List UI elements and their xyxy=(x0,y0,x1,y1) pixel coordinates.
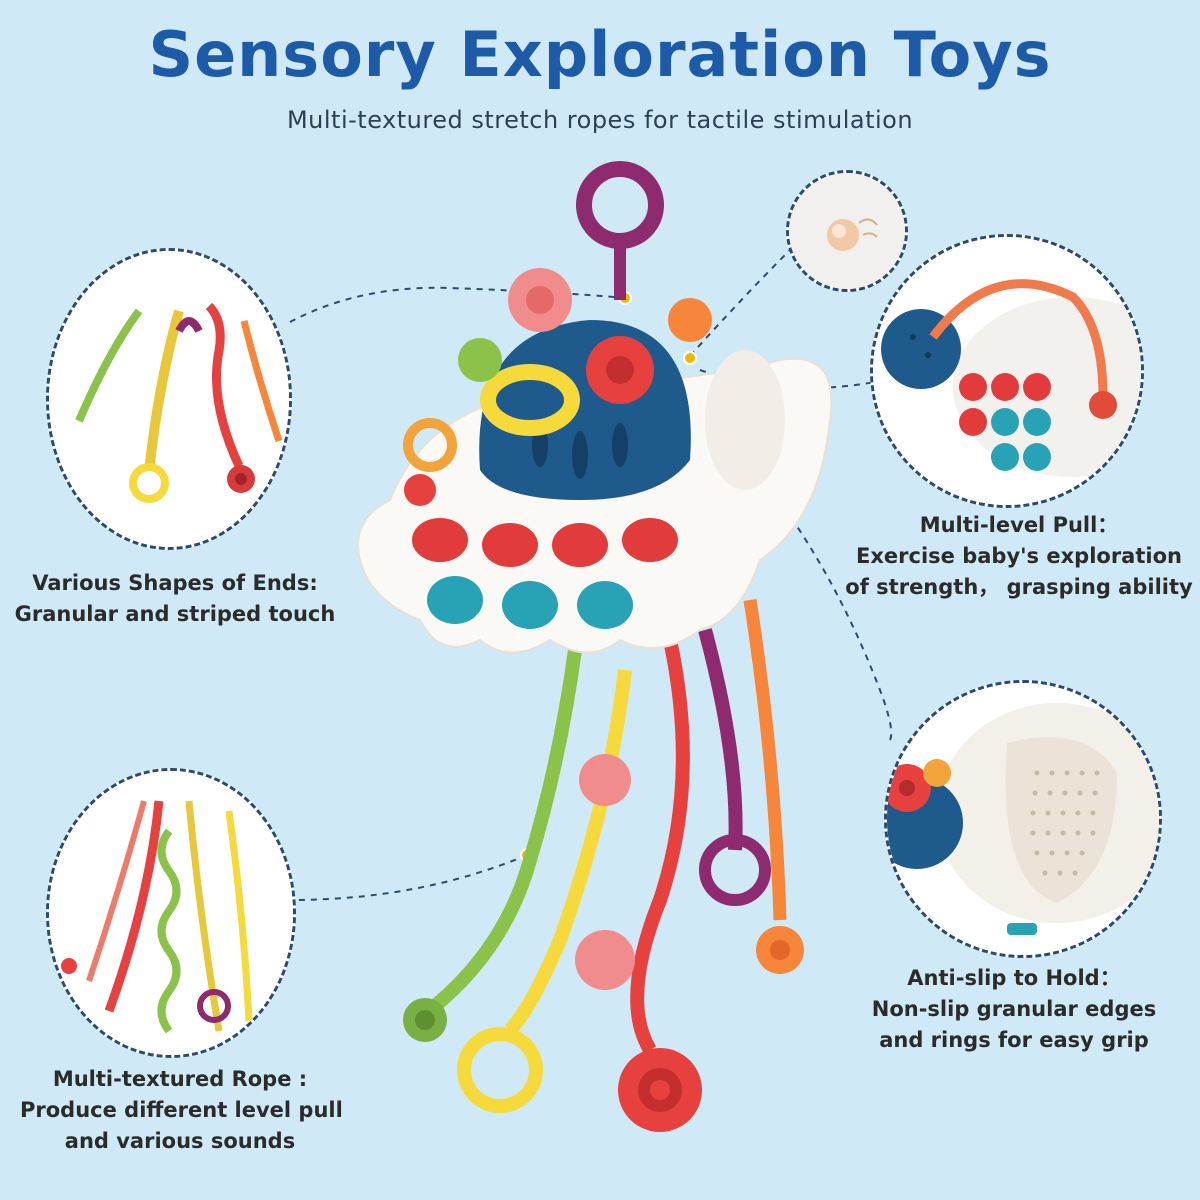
rope-detail-circle xyxy=(46,768,296,1058)
feature-title: Multi-level Pull： xyxy=(919,513,1119,537)
green-flower xyxy=(458,338,502,382)
feature-line: Non-slip granular edges xyxy=(871,997,1157,1021)
red-disc-center xyxy=(606,356,634,384)
orange-gear xyxy=(403,418,457,472)
connector-rope xyxy=(289,854,528,901)
feature-line: and various sounds xyxy=(64,1129,296,1153)
pink-ring-2 xyxy=(575,930,635,990)
red-gear xyxy=(404,474,436,506)
feature-line: Produce different level pull xyxy=(20,1098,343,1122)
pink-disc-center xyxy=(526,286,554,314)
rope-green xyxy=(425,649,582,1016)
grip-detail-circle xyxy=(884,680,1162,958)
sound-detail-circle xyxy=(786,170,908,292)
rope-green-end xyxy=(403,998,447,1042)
pop-buttons-red xyxy=(412,518,678,567)
connector-pull xyxy=(689,249,791,357)
pull-detail-circle xyxy=(870,234,1144,508)
rope-red xyxy=(630,638,690,1054)
rope-yellow xyxy=(504,669,632,1035)
feature-caption-grip: Anti-slip to Hold： Non-slip granular edg… xyxy=(844,963,1184,1056)
rope-orange-end xyxy=(756,926,804,974)
feature-line: Granular and striped touch xyxy=(14,602,336,626)
pull-mechanism-illustration xyxy=(873,237,1141,505)
feature-line: Exercise baby's exploration xyxy=(856,544,1182,568)
rope-purple-ring xyxy=(699,834,771,906)
rope-purple xyxy=(698,628,743,851)
textured-pad xyxy=(705,350,785,490)
yellow-ring xyxy=(480,364,580,436)
feature-caption-shapes: Various Shapes of Ends: Granular and str… xyxy=(0,568,350,630)
rope-orange xyxy=(743,598,787,921)
feature-title: Multi-textured Rope : xyxy=(52,1067,308,1091)
grip-texture-illustration xyxy=(887,683,1159,955)
pink-ring-1 xyxy=(579,754,631,806)
rope-red-end xyxy=(618,1048,702,1132)
grip-dots xyxy=(1030,770,1100,876)
feature-title: Various Shapes of Ends: xyxy=(32,571,318,595)
feature-line: of strength， grasping ability xyxy=(845,575,1193,599)
orange-flower xyxy=(668,298,712,342)
pop-buttons-teal xyxy=(427,576,633,629)
rope-ends-illustration xyxy=(49,251,289,547)
connector-dot-2 xyxy=(683,351,697,365)
rope-texture-illustration xyxy=(49,771,293,1055)
feature-caption-rope: Multi-textured Rope : Produce different … xyxy=(20,1064,343,1157)
page-subtitle: Multi-textured stretch ropes for tactile… xyxy=(286,106,914,134)
feature-caption-pull: Multi-level Pull： Exercise baby's explor… xyxy=(838,510,1200,603)
feature-line: and rings for easy grip xyxy=(879,1028,1149,1052)
top-purple-ring xyxy=(576,161,664,249)
rope-ends-detail-circle xyxy=(46,248,292,550)
page-title: Sensory Exploration Toys xyxy=(148,18,1052,91)
feature-title: Anti-slip to Hold： xyxy=(907,966,1121,990)
connector-shapes xyxy=(289,286,626,323)
rope-yellow-ring xyxy=(457,1027,543,1113)
